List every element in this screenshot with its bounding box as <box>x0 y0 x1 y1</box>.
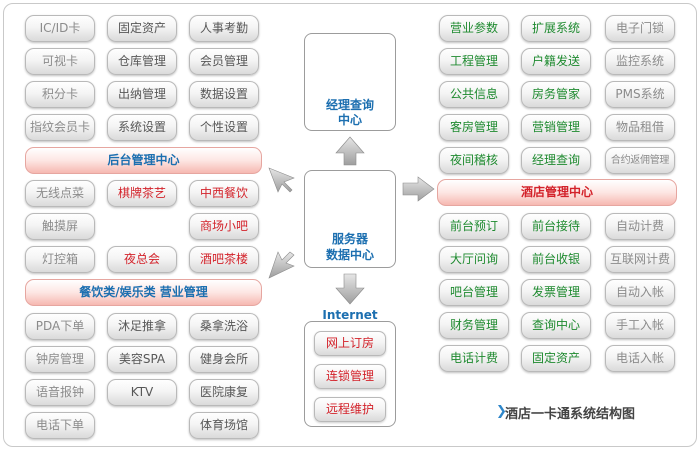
front-office-module-button[interactable]: 前台接待 <box>521 213 591 240</box>
front-office-module-button[interactable]: 自动入帐 <box>605 279 675 306</box>
caption-chevron-icon: ❯ <box>496 404 507 419</box>
arrow-down-icon <box>335 273 365 305</box>
catering-module-button[interactable]: 酒吧茶楼 <box>189 246 259 273</box>
catering-module-button[interactable]: 灯控箱 <box>25 246 95 273</box>
catering-module-button[interactable]: 中西餐饮 <box>189 180 259 207</box>
entertainment-module-button[interactable]: 美容SPA <box>107 346 177 373</box>
entertainment-module-button[interactable]: 健身会所 <box>189 346 259 373</box>
module-button[interactable]: 系统设置 <box>107 114 177 141</box>
hotel-module-button[interactable]: 营销管理 <box>521 114 591 141</box>
front-office-module-button[interactable]: 吧台管理 <box>439 279 509 306</box>
front-office-module-button[interactable]: 财务管理 <box>439 312 509 339</box>
hotel-module-button[interactable]: 营业参数 <box>439 15 509 42</box>
entertainment-module-button[interactable]: 电话下单 <box>25 412 95 439</box>
query-center-label-1: 经理查询 <box>325 98 374 112</box>
module-button[interactable]: 可视卡 <box>25 48 95 75</box>
arrow-right-icon <box>402 176 435 202</box>
arrow-up-icon <box>335 136 365 166</box>
arrow-up-left-icon <box>268 167 295 193</box>
entertainment-module-button[interactable]: 桑拿洗浴 <box>189 313 259 340</box>
front-office-module-button[interactable]: 自动计费 <box>605 213 675 240</box>
module-button[interactable]: 仓库管理 <box>107 48 177 75</box>
entertainment-module-button[interactable]: 医院康复 <box>189 379 259 406</box>
catering-module-button[interactable]: 无线点菜 <box>25 180 95 207</box>
module-button[interactable]: IC/ID卡 <box>25 15 95 42</box>
module-button[interactable]: 出纳管理 <box>107 81 177 108</box>
query-center-box[interactable]: 经理查询 中心 <box>304 33 396 131</box>
module-button[interactable]: 积分卡 <box>25 81 95 108</box>
front-office-module-button[interactable]: 固定资产 <box>521 345 591 372</box>
front-office-module-button[interactable]: 前台收银 <box>521 246 591 273</box>
hotel-management-center-bar[interactable]: 酒店管理中心 <box>437 179 677 206</box>
hotel-module-button[interactable]: 经理查询 <box>521 147 591 174</box>
module-button[interactable]: 数据设置 <box>189 81 259 108</box>
hotel-module-button[interactable]: 监控系统 <box>605 48 675 75</box>
hotel-module-button[interactable]: 扩展系统 <box>521 15 591 42</box>
module-button[interactable]: 指纹会员卡 <box>25 114 95 141</box>
entertainment-module-button[interactable]: PDA下单 <box>25 313 95 340</box>
catering-entertainment-bar[interactable]: 餐饮类/娱乐类 营业管理 <box>25 279 262 306</box>
internet-service-button[interactable]: 网上订房 <box>314 331 386 356</box>
hotel-module-button[interactable]: 物品租借 <box>605 114 675 141</box>
catering-module-button[interactable]: 夜总会 <box>107 246 177 273</box>
hotel-module-button[interactable]: 客房管理 <box>439 114 509 141</box>
hotel-module-button[interactable]: 工程管理 <box>439 48 509 75</box>
entertainment-module-button[interactable]: 沐足推拿 <box>107 313 177 340</box>
catering-module-button[interactable]: 触摸屏 <box>25 213 95 240</box>
internet-service-button[interactable]: 远程维护 <box>314 397 386 422</box>
module-button[interactable]: 固定资产 <box>107 15 177 42</box>
front-office-module-button[interactable]: 大厅问询 <box>439 246 509 273</box>
front-office-module-button[interactable]: 手工入帐 <box>605 312 675 339</box>
hotel-module-button[interactable]: 夜间稽核 <box>439 147 509 174</box>
front-office-module-button[interactable]: 互联网计费 <box>605 246 675 273</box>
hotel-module-button[interactable]: 合约返佣管理 <box>605 147 675 174</box>
entertainment-module-button[interactable]: 语音报钟 <box>25 379 95 406</box>
catering-module-button[interactable]: 棋牌茶艺 <box>107 180 177 207</box>
arrow-down-left-icon <box>268 251 295 279</box>
module-button[interactable]: 个性设置 <box>189 114 259 141</box>
front-office-module-button[interactable]: 前台预订 <box>439 213 509 240</box>
internet-title: Internet <box>322 308 378 322</box>
hotel-module-button[interactable]: 电子门锁 <box>605 15 675 42</box>
query-center-label-2: 中心 <box>337 113 362 127</box>
front-office-module-button[interactable]: 发票管理 <box>521 279 591 306</box>
front-office-module-button[interactable]: 查询中心 <box>521 312 591 339</box>
hotel-module-button[interactable]: 公共信息 <box>439 81 509 108</box>
server-label-2: 数据中心 <box>325 248 374 262</box>
module-button[interactable]: 会员管理 <box>189 48 259 75</box>
diagram-caption: 酒店一卡通系统结构图 <box>505 407 636 422</box>
back-office-center-bar[interactable]: 后台管理中心 <box>25 147 262 174</box>
hotel-module-button[interactable]: PMS系统 <box>605 81 675 108</box>
front-office-module-button[interactable]: 电话计费 <box>439 345 509 372</box>
hotel-module-button[interactable]: 户籍发送 <box>521 48 591 75</box>
entertainment-module-button[interactable]: KTV <box>107 379 177 406</box>
catering-module-button[interactable]: 商场小吧 <box>189 213 259 240</box>
entertainment-module-button[interactable]: 钟房管理 <box>25 346 95 373</box>
server-label-1: 服务器 <box>331 232 368 246</box>
module-button[interactable]: 人事考勤 <box>189 15 259 42</box>
server-data-center-box[interactable]: 服务器 数据中心 <box>304 170 396 268</box>
hotel-module-button[interactable]: 房务管家 <box>521 81 591 108</box>
front-office-module-button[interactable]: 电话入帐 <box>605 345 675 372</box>
internet-service-button[interactable]: 连锁管理 <box>314 364 386 389</box>
entertainment-module-button[interactable]: 体育场馆 <box>189 412 259 439</box>
